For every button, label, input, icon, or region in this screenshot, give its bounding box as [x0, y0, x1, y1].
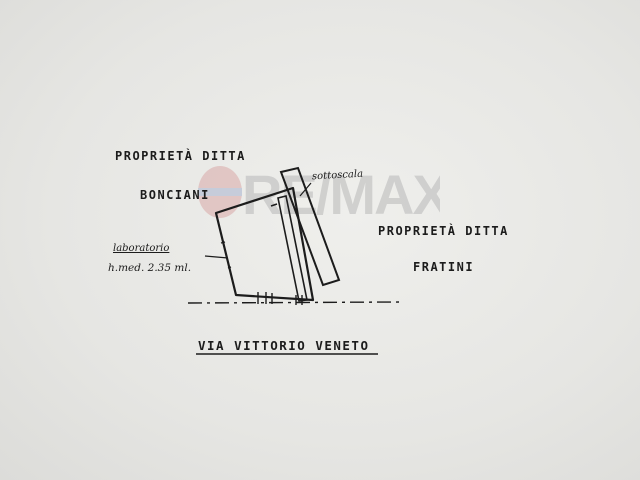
owner-left-line2: BONCIANI [140, 188, 210, 202]
street-frontage-line [187, 301, 401, 304]
owner-left-line1: PROPRIETÀ DITTA [115, 149, 246, 163]
lab-label-line1: laboratorio [113, 243, 170, 254]
sottoscala-leader [299, 182, 312, 197]
laboratory-room-outline [214, 186, 315, 302]
stair-strip-outline [277, 195, 308, 302]
lab-label-line2: h.med. 2.35 ml. [108, 262, 192, 274]
lab-leader [204, 255, 229, 259]
street-name: VIA VITTORIO VENETO [198, 338, 370, 353]
under-stairs-outline [279, 166, 341, 287]
owner-right-line2: FRATINI [413, 260, 475, 274]
owner-right-line1: PROPRIETÀ DITTA [378, 224, 509, 238]
entrance-marks [257, 292, 303, 305]
